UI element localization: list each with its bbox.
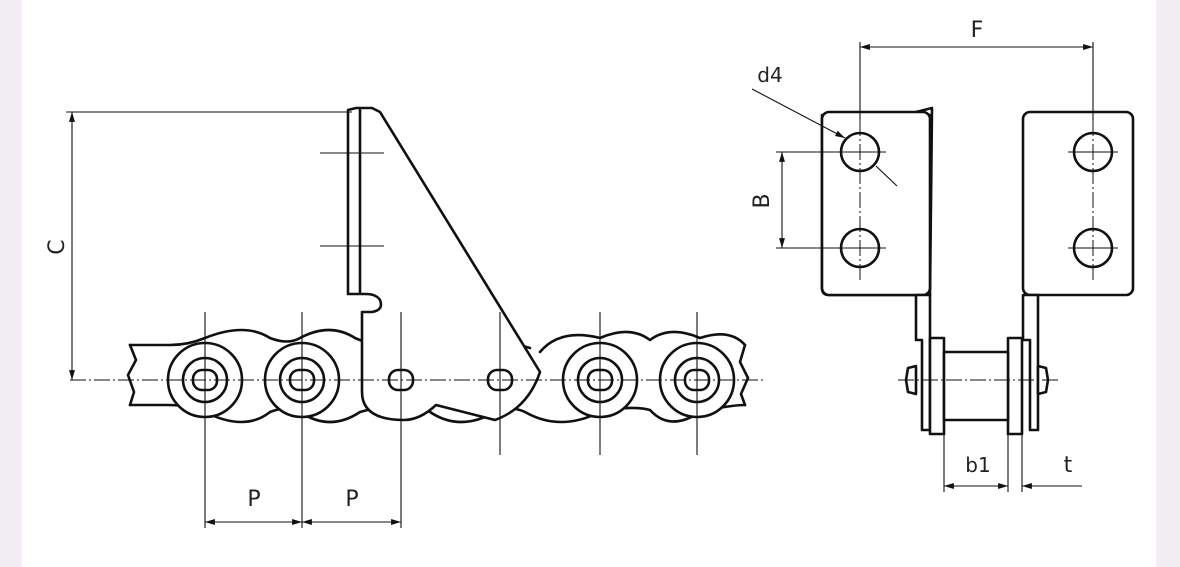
left-stem [914, 293, 932, 432]
b1-label: b1 [965, 453, 990, 477]
f-label: F [971, 18, 984, 43]
roller-body [942, 350, 1010, 422]
left-plate-body [820, 110, 932, 297]
chain-right-break [738, 343, 750, 407]
t-label: t [1064, 453, 1073, 478]
c-label: C [45, 239, 70, 254]
right-inner-plate [1006, 336, 1024, 436]
d4-leader [751, 88, 846, 139]
p1-label: P [247, 487, 260, 512]
side-view: C P P [45, 106, 765, 528]
chain-left-break [126, 343, 138, 407]
left-inner-plate [928, 336, 946, 436]
p2-label: P [345, 487, 358, 512]
end-view: F d4 B b1 t [750, 18, 1135, 492]
right-stem [1021, 293, 1040, 432]
drawing-panel [22, 0, 1156, 567]
attachment-bracket [346, 106, 542, 422]
b-label: B [750, 193, 775, 208]
d4-label: d4 [757, 63, 782, 87]
